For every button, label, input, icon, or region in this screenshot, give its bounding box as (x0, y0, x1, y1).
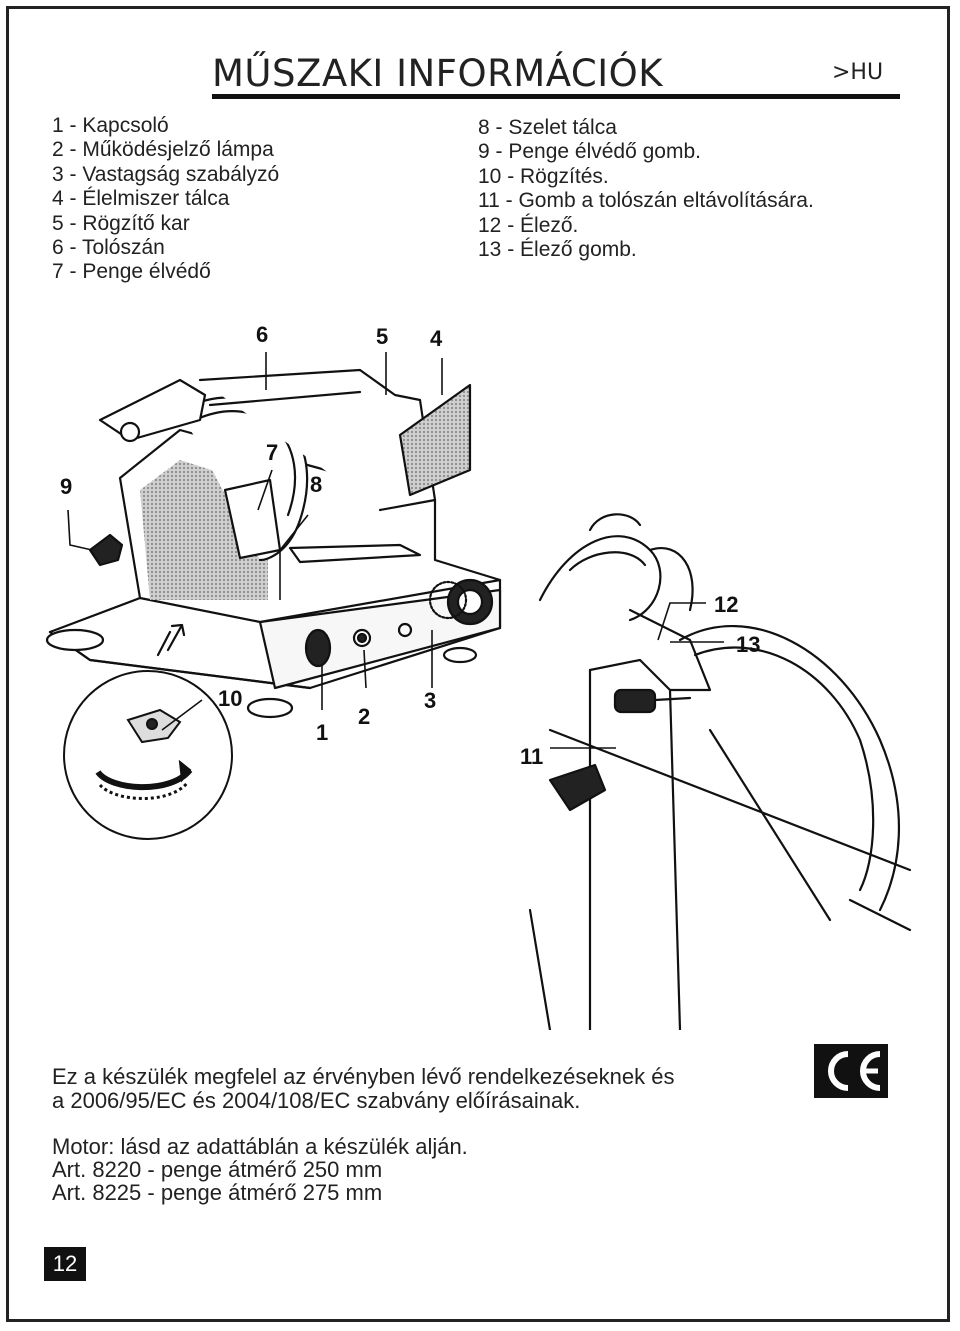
legend-item: 5 - Rögzítő kar (52, 211, 190, 235)
leader-lines (67, 352, 724, 749)
ce-mark-icon (814, 1044, 888, 1098)
art-8225: Art. 8225 - penge átmérő 275 mm (52, 1180, 383, 1205)
sharpener-detail (528, 513, 912, 1030)
callout-11: 11 (520, 744, 543, 769)
callout-4: 4 (430, 326, 443, 351)
language-tag: >HU (832, 60, 884, 85)
compliance-line-2: a 2006/95/EC és 2004/108/EC szabvány elő… (52, 1088, 581, 1113)
callout-8: 8 (310, 472, 322, 497)
callout-10: 10 (218, 686, 242, 711)
compliance-line-1: Ez a készülék megfelel az érvényben lévő… (52, 1064, 675, 1089)
page-frame (6, 6, 950, 1322)
callout-6: 6 (256, 322, 268, 347)
legend-item: 8 - Szelet tálca (478, 116, 617, 139)
legend-item: 13 - Élező gomb. (478, 238, 637, 262)
legend-item: 10 - Rögzítés. (478, 164, 609, 188)
callout-5: 5 (376, 324, 388, 349)
legend-item: 3 - Vastagság szabályzó (52, 162, 280, 186)
title-rule (212, 94, 900, 99)
slicer-illustration: 6 5 4 7 9 8 12 13 10 3 2 1 11 (45, 322, 912, 1030)
legend-item: 12 - Élező. (478, 213, 579, 237)
legend-item: 1 - Kapcsoló (52, 114, 169, 137)
callout-13: 13 (736, 632, 760, 657)
callout-9: 9 (60, 474, 72, 499)
callout-12: 12 (714, 592, 738, 617)
legend-right: 8 - Szelet tálca 9 - Penge élvédő gomb. … (478, 116, 814, 262)
callout-7: 7 (266, 440, 278, 465)
page-number: 12 (44, 1247, 86, 1281)
legend-left: 1 - Kapcsoló 2 - Működésjelző lámpa 3 - … (52, 114, 279, 285)
legend-item: 6 - Tolószán (52, 236, 165, 260)
legend-item: 9 - Penge élvédő gomb. (478, 140, 701, 164)
slicer-body (45, 368, 502, 719)
page-title: MŰSZAKI INFORMÁCIÓK (212, 52, 664, 95)
legend-item: 7 - Penge élvédő (52, 260, 211, 284)
fixing-inset (63, 670, 233, 840)
callout-3: 3 (424, 688, 436, 713)
legend-item: 2 - Működésjelző lámpa (52, 138, 274, 162)
legend-item: 11 - Gomb a tolószán eltávolítására. (478, 189, 814, 213)
callout-2: 2 (358, 704, 370, 729)
legend-item: 4 - Élelmiszer tálca (52, 187, 230, 211)
motor-note: Motor: lásd az adattáblán a készülék alj… (52, 1134, 468, 1159)
callout-1: 1 (316, 720, 328, 745)
art-8220: Art. 8220 - penge átmérő 250 mm (52, 1157, 383, 1182)
